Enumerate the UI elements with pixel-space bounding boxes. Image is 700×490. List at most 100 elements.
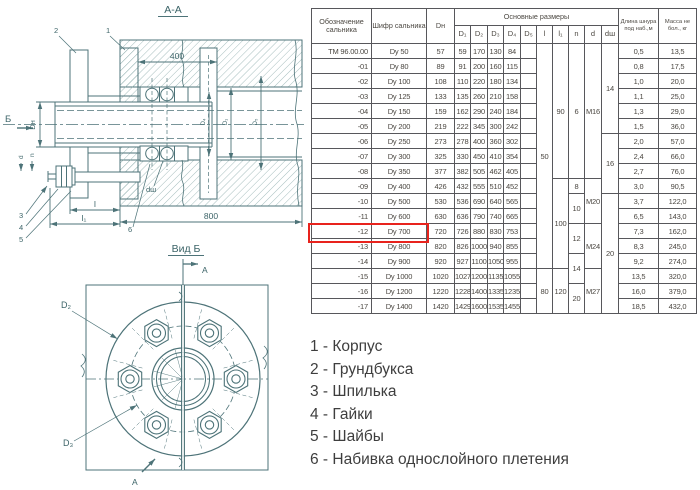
subheader-n: n <box>568 25 585 44</box>
table-cell: 1055 <box>503 268 521 284</box>
table-cell: Dy 1200 <box>371 283 427 299</box>
table-cell: 790 <box>470 208 488 224</box>
table-cell <box>520 268 537 284</box>
table-cell: 300 <box>487 118 504 134</box>
table-cell: 273 <box>426 133 455 149</box>
table-cell: 274,0 <box>658 253 698 269</box>
table-cell: 1429 <box>454 298 471 314</box>
table-cell: 530 <box>426 193 455 209</box>
svg-text:l₁: l₁ <box>82 213 87 223</box>
table-cell <box>520 208 537 224</box>
table-cell: 753 <box>503 223 521 239</box>
svg-text:D₃: D₃ <box>63 438 73 448</box>
table-cell: -03 <box>311 88 372 104</box>
table-cell: 450 <box>470 148 488 164</box>
header-code: Шифр сальника <box>371 8 427 44</box>
table-cell: -08 <box>311 163 372 179</box>
svg-text:D₂: D₂ <box>61 300 71 310</box>
table-cell: -07 <box>311 148 372 164</box>
table-cell: 13,5 <box>618 268 660 284</box>
table-cell: 830 <box>487 223 504 239</box>
table-cell: 1600 <box>470 298 488 314</box>
table-cell: 536 <box>454 193 471 209</box>
table-cell: M24 <box>584 223 602 269</box>
table-cell: -06 <box>311 133 372 149</box>
table-cell <box>520 283 537 299</box>
table-cell: Dy 100 <box>371 73 427 89</box>
table-cell: 452 <box>503 178 521 194</box>
table-cell: 50 <box>536 43 553 269</box>
table-cell: 133 <box>426 88 455 104</box>
table-cell: 1,1 <box>618 88 660 104</box>
table-cell: 325 <box>426 148 455 164</box>
svg-text:D₅: D₅ <box>253 118 259 125</box>
table-cell: -01 <box>311 58 372 74</box>
table-cell: 1020 <box>426 268 455 284</box>
table-cell: 89 <box>426 58 455 74</box>
header-mass: Масса не бол., кг <box>658 8 698 44</box>
table-cell: 1228 <box>454 283 471 299</box>
table-cell: Dy 350 <box>371 163 427 179</box>
table-cell: 636 <box>454 208 471 224</box>
table-cell <box>520 43 537 59</box>
table-cell: 76,0 <box>658 163 698 179</box>
legend-item: 3 - Шпилька <box>310 383 397 401</box>
table-cell: 1400 <box>470 283 488 299</box>
table-cell: Dy 700 <box>371 223 427 239</box>
table-cell: 432 <box>454 178 471 194</box>
table-cell: 1335 <box>487 283 504 299</box>
stud-assembly <box>47 165 141 188</box>
header-dn: Dн <box>426 8 455 44</box>
svg-text:dш: dш <box>146 185 156 194</box>
table-cell: Dy 500 <box>371 193 427 209</box>
table-cell: Dy 50 <box>371 43 427 59</box>
table-cell: 91 <box>454 58 471 74</box>
table-cell: 222 <box>454 118 471 134</box>
table-cell: 855 <box>503 238 521 254</box>
table-cell: 1100 <box>470 253 488 269</box>
table-cell: 210 <box>487 88 504 104</box>
table-cell: 505 <box>470 163 488 179</box>
table-cell <box>520 223 537 239</box>
header-designation: Обозначение сальника <box>311 8 372 44</box>
table-cell: 2,0 <box>618 133 660 149</box>
table-cell: 59 <box>454 43 471 59</box>
table-cell: 170 <box>470 43 488 59</box>
table-cell: 354 <box>503 148 521 164</box>
table-cell: 1027 <box>454 268 471 284</box>
table-cell: 1,5 <box>618 118 660 134</box>
packing-geometry <box>139 55 209 193</box>
table-cell: 100 <box>552 178 569 269</box>
svg-text:5: 5 <box>19 235 23 244</box>
table-cell: 1420 <box>426 298 455 314</box>
table-cell <box>520 298 537 314</box>
table-cell: 1200 <box>470 268 488 284</box>
table-cell: 1135 <box>487 268 504 284</box>
table-cell: 9,2 <box>618 253 660 269</box>
svg-text:Б: Б <box>5 114 11 125</box>
table-cell: 1,3 <box>618 103 660 119</box>
table-cell <box>520 133 537 149</box>
table-cell: 130 <box>487 43 504 59</box>
svg-text:Dн: Dн <box>28 120 37 130</box>
table-cell <box>520 163 537 179</box>
table-cell: 184 <box>503 103 521 119</box>
table-cell: 1235 <box>503 283 521 299</box>
dimensions <box>17 59 303 228</box>
table-cell: 1000 <box>470 238 488 254</box>
split-line <box>80 285 268 470</box>
table-cell: -04 <box>311 103 372 119</box>
table-cell: 382 <box>454 163 471 179</box>
subheader-D₁: D₁ <box>454 25 471 44</box>
table-cell: 0,5 <box>618 43 660 59</box>
svg-text:3: 3 <box>19 211 23 220</box>
table-cell: 405 <box>503 163 521 179</box>
svg-text:d: d <box>18 155 25 159</box>
